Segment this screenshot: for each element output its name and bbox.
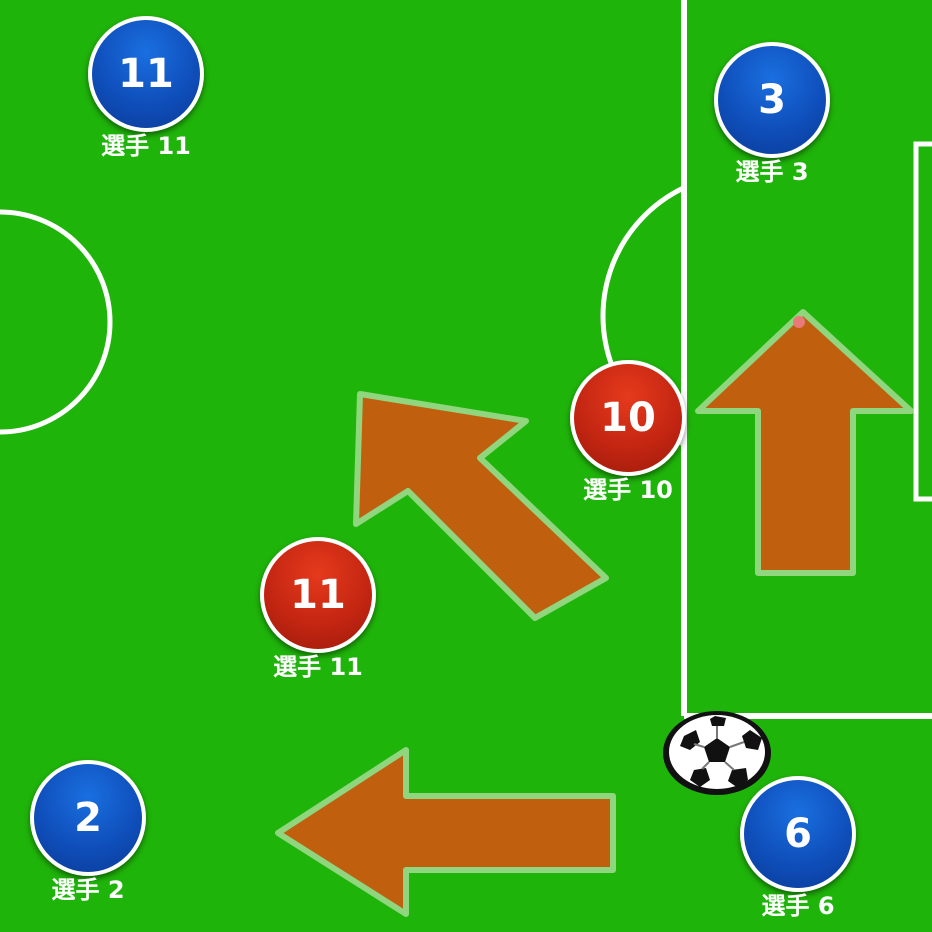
player-disc: 2 bbox=[30, 760, 146, 876]
player-label: 選手 11 bbox=[101, 132, 191, 160]
goal-box bbox=[913, 141, 932, 502]
soccer-ball-icon[interactable] bbox=[660, 708, 774, 798]
player-disc: 11 bbox=[88, 16, 204, 132]
center-circle bbox=[0, 209, 113, 435]
arrow-tip-dot bbox=[793, 316, 805, 328]
player-label: 選手 2 bbox=[51, 876, 125, 904]
player-label: 選手 10 bbox=[583, 476, 673, 504]
player-disc: 10 bbox=[570, 360, 686, 476]
player-label: 選手 3 bbox=[735, 158, 809, 186]
player-disc: 6 bbox=[740, 776, 856, 892]
player-label: 選手 11 bbox=[273, 653, 363, 681]
player-disc: 11 bbox=[260, 537, 376, 653]
player-label: 選手 6 bbox=[761, 892, 835, 920]
player-disc: 3 bbox=[714, 42, 830, 158]
